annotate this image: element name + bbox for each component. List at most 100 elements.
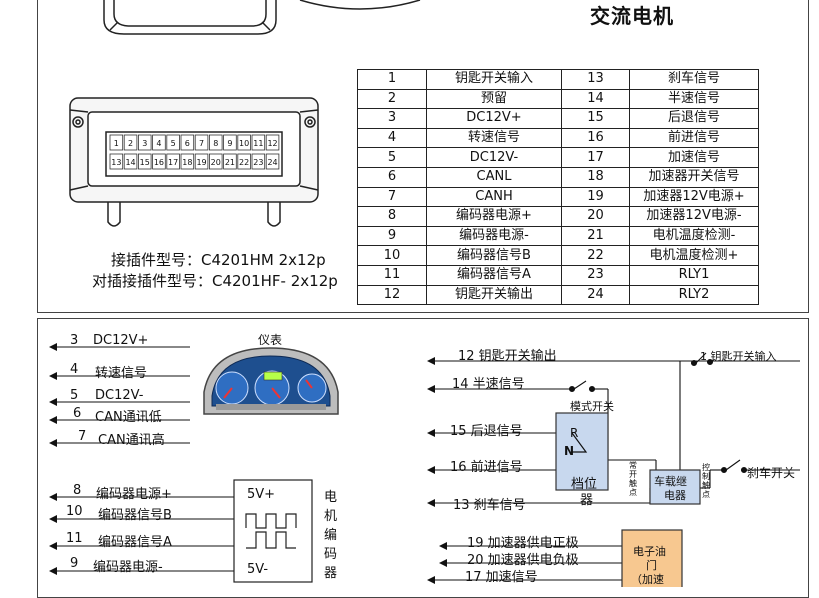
pin-table-cell-l2: RLY1: [629, 264, 759, 286]
pin-table-cell-l2: 前进信号: [629, 127, 759, 149]
connector-pin-number: 14: [125, 158, 135, 167]
pin-table-cell-l2: 加速信号: [629, 147, 759, 168]
pin-table-cell-l2: 电机温度检测-: [629, 225, 759, 247]
relay-label-1: 车载继: [654, 475, 687, 488]
connector-pin-number: 11: [253, 139, 263, 148]
encoder-wires: [49, 493, 234, 575]
nc-contact-char: 常: [629, 461, 637, 470]
encoder-title: 电 机 编 码 器: [324, 488, 337, 583]
pin-table-cell-n1: 7: [357, 186, 427, 208]
pin-table-cell-l1: 转速信号: [426, 127, 562, 149]
dashboard-wire-label-7: CAN通讯高: [98, 433, 165, 448]
encoder-wire-num-11: 11: [66, 531, 83, 546]
connector-pin-number: 17: [168, 158, 178, 167]
gear-n-mark: N: [564, 444, 575, 458]
pin-table-cell-n2: 14: [561, 88, 630, 110]
connector-pin-cell: [194, 153, 209, 170]
connector-pin-number: 21: [225, 158, 235, 167]
pin-table-cell-n1: 12: [357, 284, 427, 306]
encoder-title-char: 机: [324, 509, 338, 524]
encoder-vplus: 5V+: [247, 487, 276, 502]
pin-table-cell-n2: 19: [561, 186, 630, 208]
pin-table-cell-n1: 2: [357, 88, 427, 110]
connector-pin-number: 9: [227, 139, 232, 148]
nc-contact-char: 开: [629, 470, 637, 479]
connector-pin-cell: [251, 134, 266, 151]
gear-label-2: 器: [580, 493, 594, 508]
pin-table-cell-l2: 电机温度检测+: [629, 245, 759, 266]
encoder-wire-num-8: 8: [73, 483, 82, 498]
connector-pin-cell: [265, 134, 280, 151]
nc-contact-char: 触: [629, 479, 637, 488]
pin-table-cell-l2: 加速器12V电源+: [629, 186, 759, 208]
connector-pin-cell: [137, 134, 152, 151]
wire-19-label: 19 加速器供电正极: [467, 536, 579, 551]
dashboard-wires: [49, 343, 190, 447]
pin-table-cell-n2: 16: [561, 127, 630, 149]
pin-table-cell-l1: CANL: [426, 166, 562, 188]
connector-pin-cell: [237, 153, 251, 170]
encoder-vminus: 5V-: [247, 562, 269, 577]
throttle-label-2: 门: [646, 559, 657, 572]
control-contact-label: 控 制 触 点: [702, 463, 710, 499]
dashboard-wire-num-4: 4: [70, 362, 79, 377]
connector-pin-number: 19: [196, 158, 206, 167]
connector-pin-number: 3: [142, 139, 147, 148]
pin-table-cell-l1: 钥匙开关输出: [426, 284, 562, 306]
gear-selector-box: [555, 412, 609, 491]
wire-14-label: 14 半速信号: [452, 377, 525, 392]
pin-table-cell-n2: 15: [561, 108, 630, 129]
control-contact-char: 触: [702, 481, 710, 490]
pin-table-cell-l2: RLY2: [629, 284, 759, 306]
pin-table-cell-n1: 11: [357, 264, 427, 286]
encoder-title-char: 器: [324, 566, 338, 581]
pin-table-cell-l1: DC12V-: [426, 147, 562, 168]
connector-pin-cell: [237, 134, 251, 151]
pin-table-cell-n1: 5: [357, 147, 427, 168]
dashboard-wire-label-3: DC12V+: [93, 333, 149, 348]
dashboard-wire-label-4: 转速信号: [95, 366, 148, 381]
encoder-wire-label-9: 编码器电源-: [93, 560, 163, 575]
relay-box: [649, 469, 701, 505]
connector-pin-number: 2: [128, 139, 133, 148]
connector-pin-number: 24: [267, 158, 277, 167]
pin-table-cell-l1: CANH: [426, 186, 562, 208]
pin-table-cell-l1: 编码器电源+: [426, 206, 562, 227]
gear-label-1: 档位: [571, 477, 598, 492]
connector-pin-cell: [208, 134, 223, 151]
connector-pin-number: 13: [111, 158, 121, 167]
wire-16-label: 16 前进信号: [450, 460, 523, 475]
connector-pin-cell: [137, 153, 152, 170]
pin-table-cell-n1: 3: [357, 108, 427, 129]
pin-table-cell-l2: 后退信号: [629, 108, 759, 129]
connector-pin-cell: [123, 134, 138, 151]
pin-table-cell-l2: 加速器开关信号: [629, 166, 759, 188]
connector-pin-cell: [123, 153, 138, 170]
upper-connector-sketch: [103, 0, 421, 35]
relay-label-2: 电器: [664, 489, 686, 502]
gear-r-mark: R: [570, 426, 579, 440]
encoder-wire-label-8: 编码器电源+: [96, 487, 172, 502]
nc-contact-label: 常 开 触 点: [629, 461, 637, 497]
connector-pin-cell: [251, 153, 266, 170]
connector-pin-cell: [223, 153, 237, 170]
mode-switch-label: 模式开关: [570, 400, 614, 413]
wire-1-label: 1 钥匙开关输入: [700, 350, 777, 363]
encoder-title-char: 电: [324, 490, 338, 505]
encoder-wire-num-10: 10: [66, 504, 83, 519]
pin-table-cell-n1: 1: [357, 69, 427, 90]
pin-table-cell-n1: 4: [357, 127, 427, 149]
wire-13-label: 13 刹车信号: [453, 498, 526, 513]
throttle-label-3: （加速: [631, 573, 664, 586]
dashboard-gauge-icon: [203, 347, 339, 415]
control-contact-char: 控: [702, 463, 710, 472]
connector-pin-number: 16: [154, 158, 164, 167]
dashboard-title: 仪表: [258, 333, 283, 347]
dashboard-wire-num-5: 5: [70, 388, 79, 403]
wire-20-label: 20 加速器供电负极: [467, 553, 579, 568]
connector-pin-cell: [152, 153, 166, 170]
